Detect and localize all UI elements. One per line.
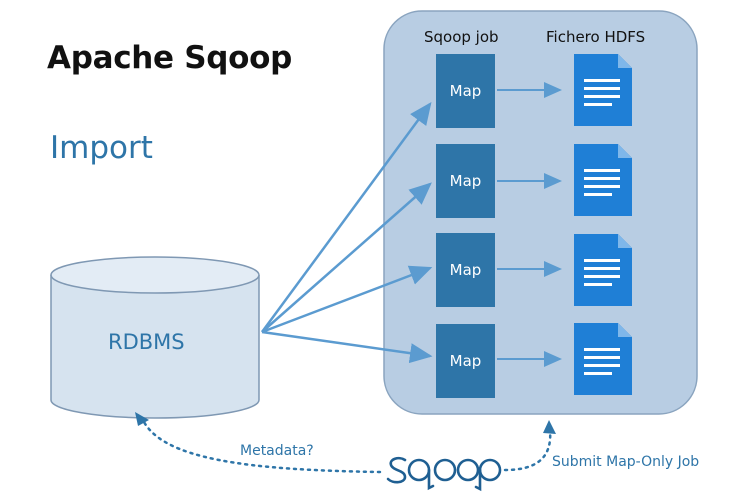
arrow-to-map-4 bbox=[261, 330, 433, 364]
write-arrows bbox=[497, 82, 562, 367]
rdbms-cylinder bbox=[50, 256, 260, 419]
document-icon bbox=[574, 234, 632, 306]
hdfs-file-header: Fichero HDFS bbox=[546, 28, 646, 46]
arrow-to-map-1 bbox=[260, 101, 432, 333]
document-icons bbox=[574, 54, 632, 395]
sqoop-job-header: Sqoop job bbox=[424, 28, 499, 46]
rdbms-label: RDBMS bbox=[108, 330, 185, 354]
arrow-to-map-2 bbox=[261, 182, 432, 333]
document-icon bbox=[574, 54, 632, 126]
dotted-arrows bbox=[140, 416, 552, 474]
submit-job-note: Submit Map-Only Job bbox=[552, 454, 700, 470]
map-task-1: Map bbox=[436, 54, 495, 128]
submit-arrow bbox=[503, 428, 552, 472]
metadata-arrowhead bbox=[135, 412, 149, 426]
arrow-to-map-3 bbox=[261, 265, 433, 334]
document-icon bbox=[574, 323, 632, 395]
import-arrows bbox=[260, 101, 433, 364]
sqoop-logo bbox=[385, 452, 503, 496]
page-subtitle: Import bbox=[50, 130, 153, 166]
page-title: Apache Sqoop bbox=[47, 40, 293, 76]
map-task-2: Map bbox=[436, 144, 495, 218]
metadata-note: Metadata? bbox=[240, 443, 314, 459]
submit-arrowhead bbox=[543, 420, 556, 434]
map-task-4: Map bbox=[436, 324, 495, 398]
metadata-arrow bbox=[140, 416, 382, 474]
sqoop-job-panel bbox=[383, 10, 698, 415]
map-task-3: Map bbox=[436, 233, 495, 307]
document-icon bbox=[574, 144, 632, 216]
